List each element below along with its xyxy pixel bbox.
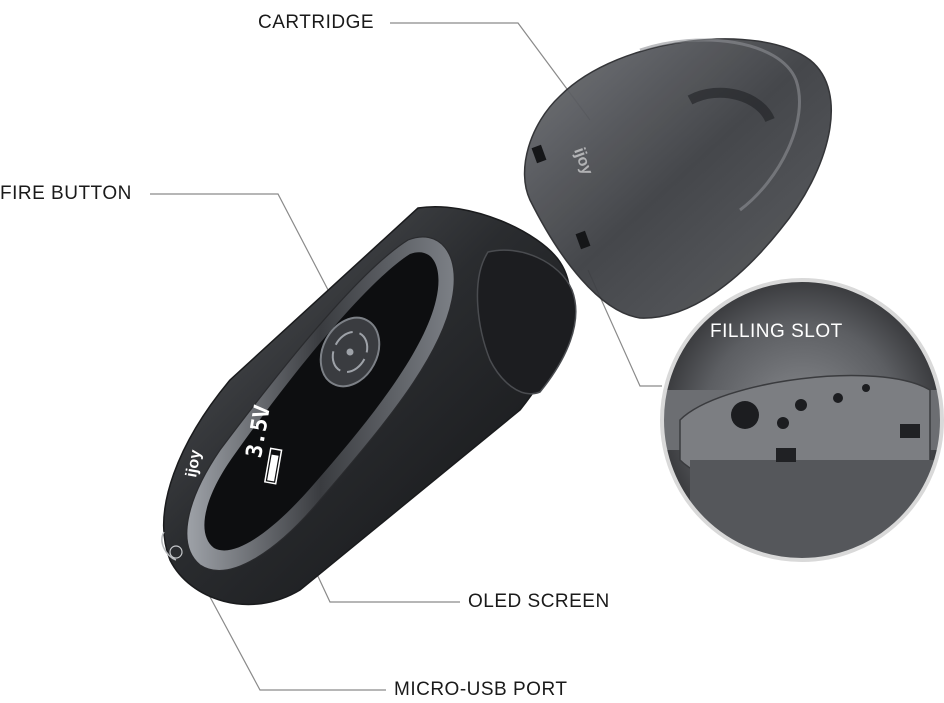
leader-lines bbox=[150, 22, 662, 691]
oled-battery-icon bbox=[263, 447, 283, 485]
filling-hole bbox=[731, 401, 759, 429]
label-oled-screen: OLED SCREEN bbox=[468, 591, 610, 612]
device-body bbox=[163, 206, 577, 606]
device-brand-mark: ijoy bbox=[183, 448, 205, 478]
leader-micro-usb bbox=[187, 555, 386, 691]
label-fire-button: FIRE BUTTON bbox=[0, 183, 132, 204]
micro-usb-port bbox=[161, 531, 183, 561]
label-micro-usb-port: MICRO-USB PORT bbox=[394, 679, 568, 700]
leader-filling-slot bbox=[587, 269, 662, 387]
cartridge: ijoy bbox=[523, 38, 832, 319]
fire-button bbox=[319, 316, 381, 388]
label-filling-slot: FILLING SLOT bbox=[710, 321, 843, 342]
label-cartridge: CARTRIDGE bbox=[258, 12, 375, 33]
leader-fire-button bbox=[150, 193, 351, 333]
leader-cartridge bbox=[390, 22, 591, 121]
